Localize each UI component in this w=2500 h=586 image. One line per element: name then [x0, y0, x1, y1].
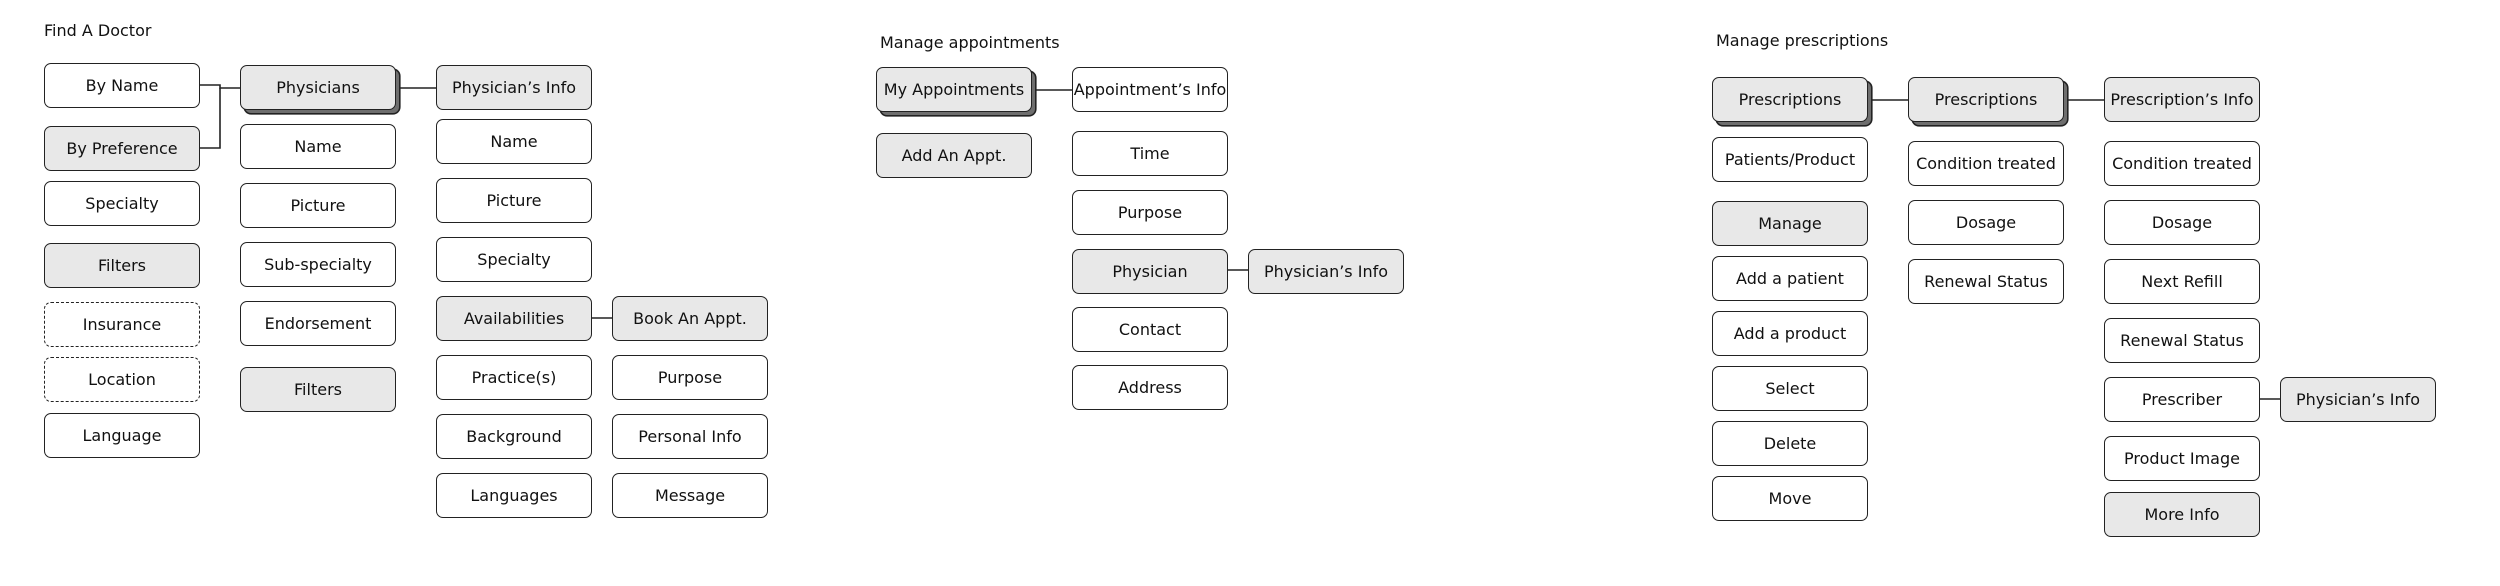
info-dosage-node[interactable]: Dosage: [2104, 200, 2260, 245]
book-appt-button[interactable]: Book An Appt.: [612, 296, 768, 341]
more-info-button[interactable]: More Info: [2104, 492, 2260, 537]
physicians-filters-button[interactable]: Filters: [240, 367, 396, 412]
physicians-picture-node[interactable]: Picture: [240, 183, 396, 228]
connector-by-name-physicians: [200, 84, 240, 89]
appointment-time-node[interactable]: Time: [1072, 131, 1228, 176]
prescriber-physician-info-node[interactable]: Physician’s Info: [2280, 377, 2436, 422]
list-renewal-status-node[interactable]: Renewal Status: [1908, 259, 2064, 304]
add-appt-button[interactable]: Add An Appt.: [876, 133, 1032, 178]
filters-button[interactable]: Filters: [44, 243, 200, 288]
patients-product-node[interactable]: Patients/Product: [1712, 137, 1868, 182]
physicians-name-node[interactable]: Name: [240, 124, 396, 169]
info-specialty-node[interactable]: Specialty: [436, 237, 592, 282]
info-condition-treated-node[interactable]: Condition treated: [2104, 141, 2260, 186]
languages-node[interactable]: Languages: [436, 473, 592, 518]
prescriptions-list-node[interactable]: Prescriptions: [1908, 77, 2064, 122]
info-name-node[interactable]: Name: [436, 119, 592, 164]
add-patient-button[interactable]: Add a patient: [1712, 256, 1868, 301]
my-appointments-node[interactable]: My Appointments: [876, 67, 1032, 112]
appointment-info-node[interactable]: Appointment’s Info: [1072, 67, 1228, 112]
background-node[interactable]: Background: [436, 414, 592, 459]
prescription-info-node[interactable]: Prescription’s Info: [2104, 77, 2260, 122]
move-button[interactable]: Move: [1712, 476, 1868, 521]
physicians-info-node[interactable]: Physician’s Info: [436, 65, 592, 110]
appointment-address-node[interactable]: Address: [1072, 365, 1228, 410]
practices-node[interactable]: Practice(s): [436, 355, 592, 400]
physicians-endorsement-node[interactable]: Endorsement: [240, 301, 396, 346]
next-refill-node[interactable]: Next Refill: [2104, 259, 2260, 304]
language-button[interactable]: Language: [44, 413, 200, 458]
find-a-doctor-title: Find A Doctor: [44, 21, 152, 40]
info-picture-node[interactable]: Picture: [436, 178, 592, 223]
list-dosage-node[interactable]: Dosage: [1908, 200, 2064, 245]
prescriptions-root-node[interactable]: Prescriptions: [1712, 77, 1868, 122]
appointment-physician-info-node[interactable]: Physician’s Info: [1248, 249, 1404, 294]
list-condition-treated-node[interactable]: Condition treated: [1908, 141, 2064, 186]
appointment-physician-node[interactable]: Physician: [1072, 249, 1228, 294]
physicians-node[interactable]: Physicians: [240, 65, 396, 110]
location-filter[interactable]: Location: [44, 357, 200, 402]
manage-node[interactable]: Manage: [1712, 201, 1868, 246]
add-product-button[interactable]: Add a product: [1712, 311, 1868, 356]
info-renewal-status-node[interactable]: Renewal Status: [2104, 318, 2260, 363]
insurance-filter[interactable]: Insurance: [44, 302, 200, 347]
availabilities-node[interactable]: Availabilities: [436, 296, 592, 341]
delete-button[interactable]: Delete: [1712, 421, 1868, 466]
physicians-subspecialty-node[interactable]: Sub-specialty: [240, 242, 396, 287]
prescriber-node[interactable]: Prescriber: [2104, 377, 2260, 422]
manage-prescriptions-title: Manage prescriptions: [1716, 31, 1889, 50]
appointment-purpose-node[interactable]: Purpose: [1072, 190, 1228, 235]
booking-purpose-node[interactable]: Purpose: [612, 355, 768, 400]
by-preference-button[interactable]: By Preference: [44, 126, 200, 171]
select-button[interactable]: Select: [1712, 366, 1868, 411]
manage-appointments-title: Manage appointments: [880, 33, 1060, 52]
by-name-button[interactable]: By Name: [44, 63, 200, 108]
product-image-node[interactable]: Product Image: [2104, 436, 2260, 481]
appointment-contact-node[interactable]: Contact: [1072, 307, 1228, 352]
booking-message-node[interactable]: Message: [612, 473, 768, 518]
booking-personal-info-node[interactable]: Personal Info: [612, 414, 768, 459]
specialty-button[interactable]: Specialty: [44, 181, 200, 226]
connector-by-preference-physicians: [200, 88, 221, 149]
